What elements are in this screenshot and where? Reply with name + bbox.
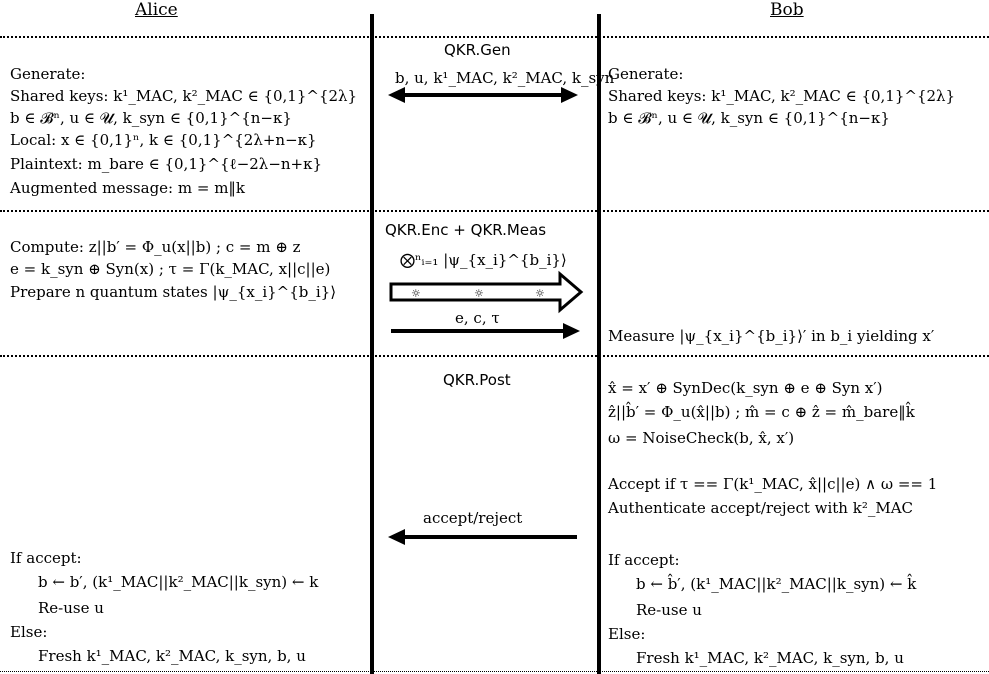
alice-gen-line: Generate: xyxy=(10,65,86,83)
alice-enc-line: Compute: z||b′ = Φ_u(x||b) ; c = m ⊕ z xyxy=(10,238,301,256)
left-divider xyxy=(370,14,374,674)
alice-gen-line: Plaintext: m_bare ∈ {0,1}^{ℓ−2λ−n+κ} xyxy=(10,155,323,173)
svg-text:☼: ☼ xyxy=(474,287,484,300)
post-arrow-label: accept/reject xyxy=(423,509,523,527)
bob-post-line: b ← b̂′, (k¹_MAC||k²_MAC||k_syn) ← k̂ xyxy=(636,575,917,593)
classical-arrow-to-bob xyxy=(391,323,580,339)
separator-enc-top xyxy=(0,210,989,212)
phase-post-label: QKR.Post xyxy=(443,371,511,389)
alice-post-line: If accept: xyxy=(10,549,82,567)
bob-gen-line: Shared keys: k¹_MAC, k²_MAC ∈ {0,1}^{2λ} xyxy=(608,87,956,105)
bob-gen-line: Generate: xyxy=(608,65,684,83)
bob-post-line: If accept: xyxy=(608,551,680,569)
gen-arrow-label: b, u, k¹_MAC, k²_MAC, k_syn xyxy=(395,69,615,87)
alice-post-line: Fresh k¹_MAC, k²_MAC, k_syn, b, u xyxy=(38,647,306,665)
bob-post-line: Re-use u xyxy=(636,601,702,619)
classical-arrow-label: e, c, τ xyxy=(455,309,500,327)
quantum-arrow-label: ⨂ⁿᵢ₌₁ |ψ_{x_i}^{b_i}⟩ xyxy=(400,251,567,269)
bob-post-line: ω = NoiseCheck(b, x̂, x′) xyxy=(608,429,795,447)
alice-post-line: Else: xyxy=(10,623,48,641)
svg-text:☼: ☼ xyxy=(535,287,545,300)
bob-post-line: Else: xyxy=(608,625,646,643)
alice-header: Alice xyxy=(135,0,178,20)
phase-enc-label: QKR.Enc + QKR.Meas xyxy=(385,221,547,239)
alice-post-line: b ← b′, (k¹_MAC||k²_MAC||k_syn) ← k xyxy=(38,573,319,591)
alice-enc-line: Prepare n quantum states |ψ_{x_i}^{b_i}⟩ xyxy=(10,283,337,301)
separator-bottom xyxy=(0,671,989,672)
separator-gen-top xyxy=(0,36,989,38)
bob-header: Bob xyxy=(770,0,804,20)
bob-gen-line: b ∈ 𝓑ⁿ, u ∈ 𝓤, k_syn ∈ {0,1}^{n−κ} xyxy=(608,109,890,127)
bob-post-line: ẑ||b̂′ = Φ_u(x̂||b) ; m̂ = c ⊕ ẑ = m̂_ba… xyxy=(608,403,915,421)
right-divider xyxy=(597,14,601,674)
alice-post-line: Re-use u xyxy=(38,599,104,617)
alice-gen-line: Local: x ∈ {0,1}ⁿ, k ∈ {0,1}^{2λ+n−κ} xyxy=(10,131,317,149)
alice-gen-line: Shared keys: k¹_MAC, k²_MAC ∈ {0,1}^{2λ} xyxy=(10,87,358,105)
svg-text:☼: ☼ xyxy=(411,287,421,300)
bob-post-line: Authenticate accept/reject with k²_MAC xyxy=(608,499,914,517)
gen-double-arrow xyxy=(388,87,578,103)
alice-enc-line: e = k_syn ⊕ Syn(x) ; τ = Γ(k_MAC, x||c||… xyxy=(10,260,331,278)
bob-enc-line: Measure |ψ_{x_i}^{b_i}⟩′ in b_i yielding… xyxy=(608,327,935,345)
separator-post-top xyxy=(0,355,989,357)
alice-gen-line: b ∈ 𝓑ⁿ, u ∈ 𝓤, k_syn ∈ {0,1}^{n−κ} xyxy=(10,109,292,127)
bob-post-line: Fresh k¹_MAC, k²_MAC, k_syn, b, u xyxy=(636,649,904,667)
phase-gen-label: QKR.Gen xyxy=(444,41,511,59)
quantum-state-arrow: ☼ ☼ ☼ xyxy=(389,270,584,314)
bob-post-line: x̂ = x′ ⊕ SynDec(k_syn ⊕ e ⊕ Syn x′) xyxy=(608,379,883,397)
accept-reject-arrow-to-alice xyxy=(388,529,577,545)
alice-gen-line: Augmented message: m = m‖k xyxy=(10,179,246,197)
bob-post-line: Accept if τ == Γ(k¹_MAC, x̂||c||e) ∧ ω =… xyxy=(608,475,938,493)
